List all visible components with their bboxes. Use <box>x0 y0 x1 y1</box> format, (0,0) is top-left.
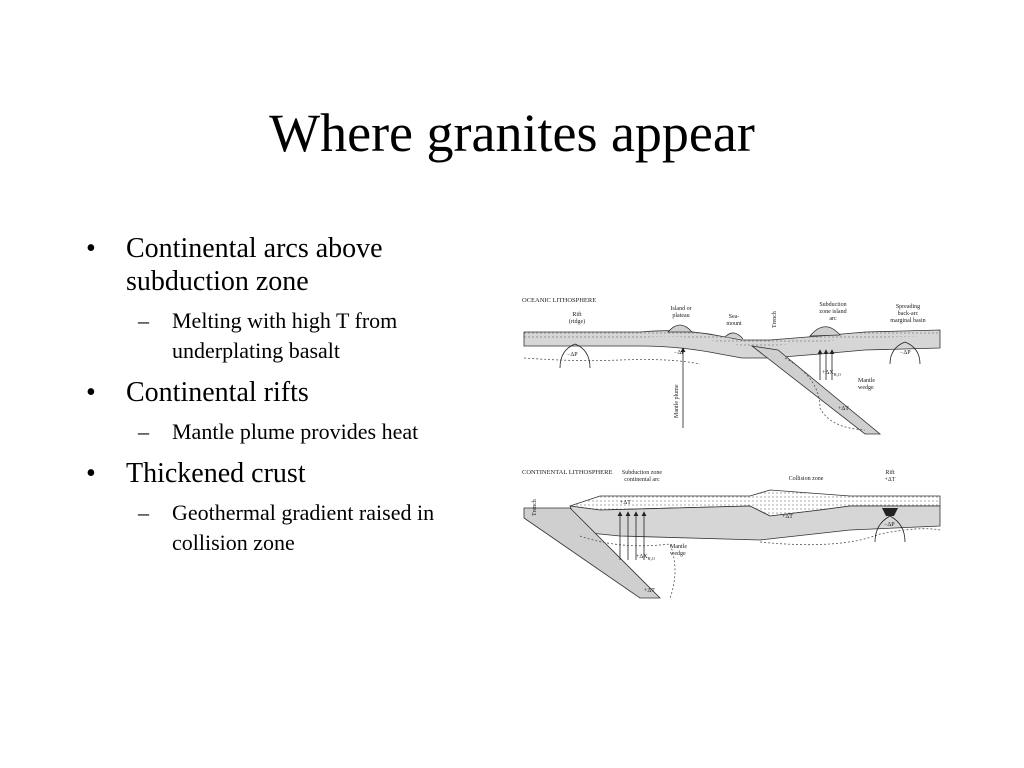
oceanic-wedge-label-2: wedge <box>858 385 874 391</box>
rift-melt <box>882 508 898 516</box>
rift-upwelling <box>559 343 591 369</box>
oceanic-dt-label: +ΔT <box>838 406 849 412</box>
continental-arc-dt-label: +ΔT <box>620 500 631 506</box>
bullet-text: Continental rifts <box>126 377 309 408</box>
island-label-2: plateau <box>672 313 689 319</box>
bullet-list: • Continental arcs above subduction zone… <box>86 232 506 568</box>
oceanic-arc-label-3: arc <box>829 316 837 322</box>
dash-glyph: – <box>138 500 149 525</box>
sub-bullet-text: Mantle plume provides heat <box>172 419 419 444</box>
arc-melt-arrows <box>817 349 835 380</box>
bullet-thickened-crust: • Thickened crust <box>86 457 506 490</box>
sub-bullet-text: Melting with high T from underplating ba… <box>172 308 398 363</box>
dash-glyph: – <box>138 419 149 444</box>
continental-rift-dt-label: +ΔT <box>885 477 896 483</box>
backarc-label-3: marginal basin <box>890 318 925 324</box>
oceanic-rift-label-2: (ridge) <box>569 318 585 325</box>
bullet-glyph: • <box>86 458 96 489</box>
continental-rift-label: Rift <box>885 469 895 476</box>
dp-backarc-label: −ΔP <box>900 350 911 356</box>
dash-glyph: – <box>138 308 149 333</box>
continental-wedge-label-2: wedge <box>670 551 686 557</box>
continental-mantle-boundary <box>759 528 941 546</box>
tectonic-settings-figure: OCEANIC LITHOSPHERE Rift (ridge) Island … <box>522 297 941 599</box>
slide-title: Where granites appear <box>269 103 755 163</box>
oceanic-panel: OCEANIC LITHOSPHERE Rift (ridge) Island … <box>522 297 941 435</box>
oceanic-wedge-label: Mantle <box>858 378 875 384</box>
continental-arc-label: Subduction zone <box>622 470 662 476</box>
island-arc <box>809 326 841 337</box>
backarc-label: Spreading <box>896 304 920 310</box>
continental-subducting-slab <box>523 507 661 599</box>
plume-label: Mantle plume <box>674 384 680 418</box>
oceanic-crust <box>524 330 940 346</box>
continental-rift-upwelling <box>874 515 906 543</box>
seamount-label-2: mount <box>726 321 742 327</box>
oceanic-dx-label: +ΔXH₂O <box>822 370 841 377</box>
bullet-text: Continental arcs above subduction zone <box>126 233 383 297</box>
dp-island-label: −ΔP <box>674 350 685 356</box>
continental-trench-label: Trench <box>532 499 538 516</box>
collision-dt-label: +ΔT <box>782 514 793 520</box>
oceanic-heading: OCEANIC LITHOSPHERE <box>522 297 596 304</box>
continental-arc-melt-arrows <box>617 511 647 560</box>
oceanic-arc-label-2: zone island <box>819 309 846 315</box>
island-label: Island or <box>670 306 691 312</box>
sub-bullet-geothermal: – Geothermal gradient raised in collisio… <box>86 498 506 558</box>
seamount <box>724 332 744 340</box>
oceanic-arc-label: Subduction <box>819 302 846 308</box>
oceanic-rift-label: Rift <box>572 311 582 318</box>
continental-arc-label-2: continental arc <box>624 477 660 483</box>
oceanic-mantle-boundary <box>523 357 701 365</box>
bullet-text: Thickened crust <box>126 458 306 489</box>
backarc-upwelling <box>889 341 921 365</box>
continental-heading: CONTINENTAL LITHOSPHERE <box>522 469 612 476</box>
collision-label: Collision zone <box>789 476 824 482</box>
bullet-glyph: • <box>86 233 96 264</box>
backarc-label-2: back-arc <box>898 311 919 317</box>
bullet-continental-rifts: • Continental rifts <box>86 376 506 409</box>
continental-panel: CONTINENTAL LITHOSPHERE Trench Subductio… <box>522 469 941 599</box>
seamount-label: Sea- <box>729 314 740 320</box>
sub-bullet-text: Geothermal gradient raised in collision … <box>172 500 435 555</box>
bullet-continental-arcs: • Continental arcs above subduction zone <box>86 232 506 298</box>
oceanic-mantle-wedge <box>784 357 866 431</box>
continental-dp-rift-label: −ΔP <box>884 522 895 528</box>
oceanic-trench-label: Trench <box>772 311 778 328</box>
continental-wedge-label: Mantle <box>670 544 687 550</box>
bullet-glyph: • <box>86 377 96 408</box>
island-plateau <box>667 324 693 333</box>
sub-bullet-high-t: – Melting with high T from underplating … <box>86 306 506 366</box>
continental-slab-dt-label: +ΔT <box>644 588 655 594</box>
dp-rift-label: −ΔP <box>567 352 578 358</box>
sub-bullet-mantle-plume: – Mantle plume provides heat <box>86 417 506 447</box>
oceanic-subducting-slab <box>750 345 882 435</box>
continental-dx-label: +ΔXH₂O <box>636 554 655 561</box>
